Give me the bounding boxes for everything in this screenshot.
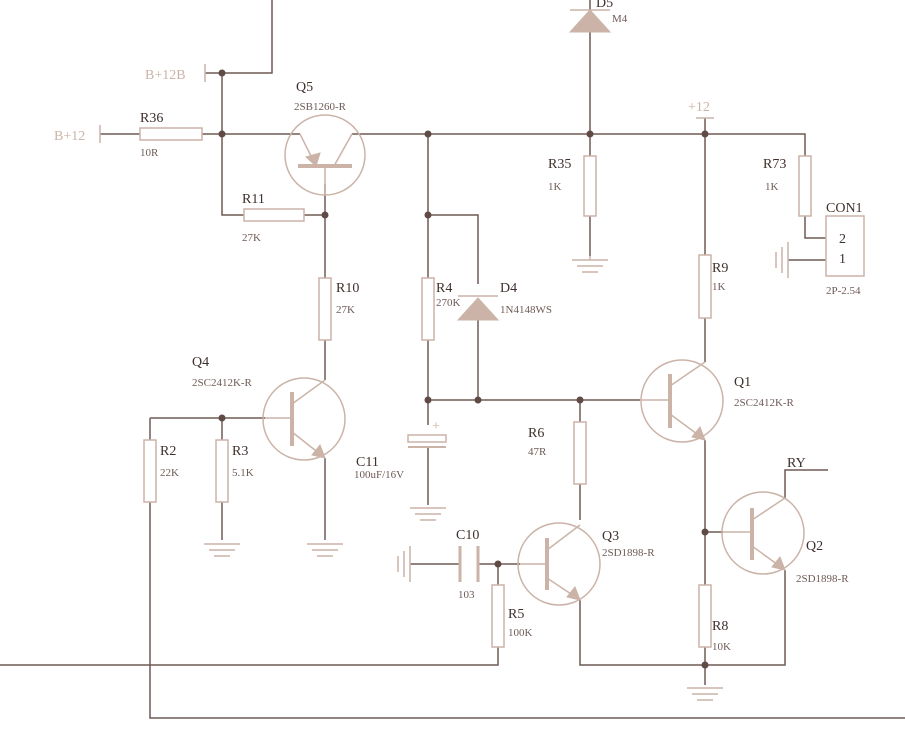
r9-ref: R9 bbox=[712, 261, 728, 276]
resistor-r36: R36 10R bbox=[139, 111, 203, 159]
c10-ref: C10 bbox=[456, 528, 479, 543]
ground-icon bbox=[307, 543, 343, 557]
resistor-r8: R8 10K bbox=[698, 584, 731, 653]
capacitor-c11: + C11 100uF/16V bbox=[354, 419, 447, 481]
q1-ref: Q1 bbox=[734, 375, 751, 390]
r35-value: 1K bbox=[548, 181, 562, 193]
con1-pin2: 2 bbox=[839, 232, 846, 247]
r4-value: 270K bbox=[436, 297, 461, 309]
r3-value: 5.1K bbox=[232, 467, 254, 479]
r35-ref: R35 bbox=[548, 157, 571, 172]
connector-con1: CON1 2 1 2P-2.54 bbox=[825, 201, 865, 297]
q3-ref: Q3 bbox=[602, 529, 619, 544]
d5-ref: D5 bbox=[596, 0, 613, 11]
r10-value: 27K bbox=[336, 304, 355, 316]
r36-value: 10R bbox=[140, 147, 159, 159]
ground-icon bbox=[410, 507, 446, 521]
resistor-r35: R35 1K bbox=[548, 155, 597, 217]
net-v12-label: +12 bbox=[688, 100, 710, 115]
q1-value: 2SC2412K-R bbox=[734, 397, 795, 409]
r2-ref: R2 bbox=[160, 444, 176, 459]
q5-ref: Q5 bbox=[296, 80, 313, 95]
junction-dots bbox=[218, 69, 709, 669]
ground-icon bbox=[687, 687, 723, 701]
c11-ref: C11 bbox=[356, 455, 379, 470]
r6-ref: R6 bbox=[528, 426, 544, 441]
resistor-r73: R73 1K bbox=[763, 155, 812, 217]
d4-value: 1N4148WS bbox=[500, 304, 552, 316]
r11-ref: R11 bbox=[242, 192, 265, 207]
wires bbox=[0, 0, 905, 719]
q4-value: 2SC2412K-R bbox=[192, 377, 253, 389]
r10-ref: R10 bbox=[336, 281, 359, 296]
ground-icon bbox=[397, 546, 411, 582]
r6-value: 47R bbox=[528, 446, 547, 458]
net-b12-label: B+12 bbox=[54, 129, 85, 144]
net-b12b-label: B+12B bbox=[145, 68, 186, 83]
resistor-r10: R10 27K bbox=[318, 277, 359, 341]
r11-value: 27K bbox=[242, 232, 261, 244]
q2-value: 2SD1898-R bbox=[796, 573, 849, 585]
resistor-r6: R6 47R bbox=[528, 421, 587, 485]
ground-icon bbox=[572, 256, 608, 273]
net-ry: RY bbox=[787, 456, 806, 471]
transistor-q4: Q4 2SC2412K-R bbox=[192, 355, 346, 461]
resistor-r3: R3 5.1K bbox=[215, 439, 254, 503]
r4-ref: R4 bbox=[436, 281, 452, 296]
con1-value: 2P-2.54 bbox=[826, 285, 861, 297]
c11-value: 100uF/16V bbox=[354, 469, 404, 481]
transistor-q5: Q5 2SB1260-R bbox=[284, 80, 366, 196]
diode-d5: D5 M4 bbox=[568, 0, 628, 33]
r3-ref: R3 bbox=[232, 444, 248, 459]
ground-icon bbox=[775, 242, 789, 278]
r2-value: 22K bbox=[160, 467, 179, 479]
ground-symbols bbox=[204, 242, 789, 701]
q3-value: 2SD1898-R bbox=[602, 547, 655, 559]
net-ry-label: RY bbox=[787, 456, 806, 471]
transistor-q2: Q2 2SD1898-R bbox=[721, 491, 849, 585]
r73-value: 1K bbox=[765, 181, 779, 193]
q5-value: 2SB1260-R bbox=[294, 101, 347, 113]
ground-icon bbox=[204, 543, 240, 557]
resistor-r4: R4 270K bbox=[421, 277, 461, 341]
c11-polarity: + bbox=[432, 419, 440, 434]
r8-ref: R8 bbox=[712, 619, 728, 634]
q4-ref: Q4 bbox=[192, 355, 209, 370]
r73-ref: R73 bbox=[763, 157, 786, 172]
capacitor-c10: C10 103 bbox=[456, 528, 480, 601]
r8-value: 10K bbox=[712, 641, 731, 653]
net-b12: B+12 bbox=[54, 125, 101, 144]
resistor-r2: R2 22K bbox=[143, 439, 179, 503]
r36-ref: R36 bbox=[140, 111, 163, 126]
r9-value: 1K bbox=[712, 281, 726, 293]
con1-pin1: 1 bbox=[839, 252, 846, 267]
c10-value: 103 bbox=[458, 589, 475, 601]
transistor-q1: Q1 2SC2412K-R bbox=[640, 359, 795, 443]
resistor-r11: R11 27K bbox=[242, 192, 305, 244]
q2-ref: Q2 bbox=[806, 539, 823, 554]
transistor-q3: Q3 2SD1898-R bbox=[517, 522, 655, 606]
diode-d4: D4 1N4148WS bbox=[456, 281, 552, 321]
resistor-r5: R5 100K bbox=[491, 584, 533, 648]
con1-ref: CON1 bbox=[826, 201, 863, 216]
net-v12: +12 bbox=[688, 100, 714, 119]
r5-value: 100K bbox=[508, 627, 533, 639]
r5-ref: R5 bbox=[508, 607, 524, 622]
resistor-r9: R9 1K bbox=[698, 254, 728, 319]
d4-ref: D4 bbox=[500, 281, 517, 296]
d5-value: M4 bbox=[612, 13, 628, 25]
net-b12b: B+12B bbox=[145, 64, 206, 83]
